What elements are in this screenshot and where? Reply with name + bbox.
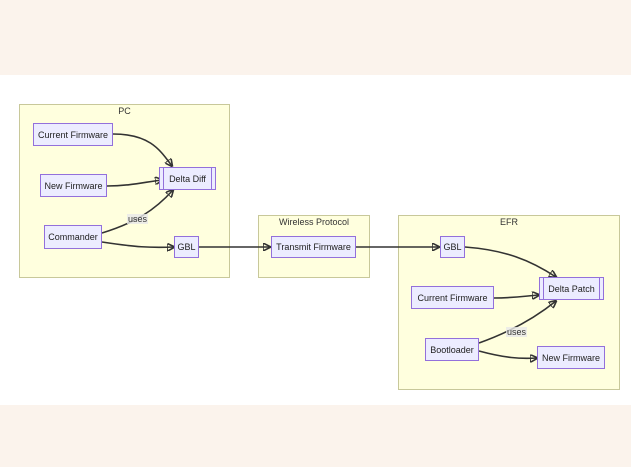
node-efr-new-firmware: New Firmware	[537, 346, 605, 369]
node-delta-patch: Delta Patch	[539, 277, 604, 300]
node-transmit-firmware: Transmit Firmware	[271, 236, 356, 258]
edge-label-pc-uses: uses	[127, 214, 149, 224]
node-commander: Commander	[44, 225, 102, 249]
cluster-efr-title: EFR	[500, 217, 518, 227]
node-pc-new-firmware: New Firmware	[40, 174, 107, 197]
edge-label-efr-uses: uses	[506, 327, 528, 337]
node-delta-diff: Delta Diff	[159, 167, 216, 190]
bottom-band	[0, 405, 631, 467]
node-efr-current-firmware: Current Firmware	[411, 286, 494, 309]
node-bootloader: Bootloader	[425, 338, 479, 361]
top-band	[0, 0, 631, 75]
cluster-wireless-title: Wireless Protocol	[278, 217, 350, 227]
node-pc-current-firmware: Current Firmware	[33, 123, 113, 146]
cluster-pc-title: PC	[118, 106, 131, 116]
node-efr-gbl: GBL	[440, 236, 465, 258]
node-pc-gbl: GBL	[174, 236, 199, 258]
